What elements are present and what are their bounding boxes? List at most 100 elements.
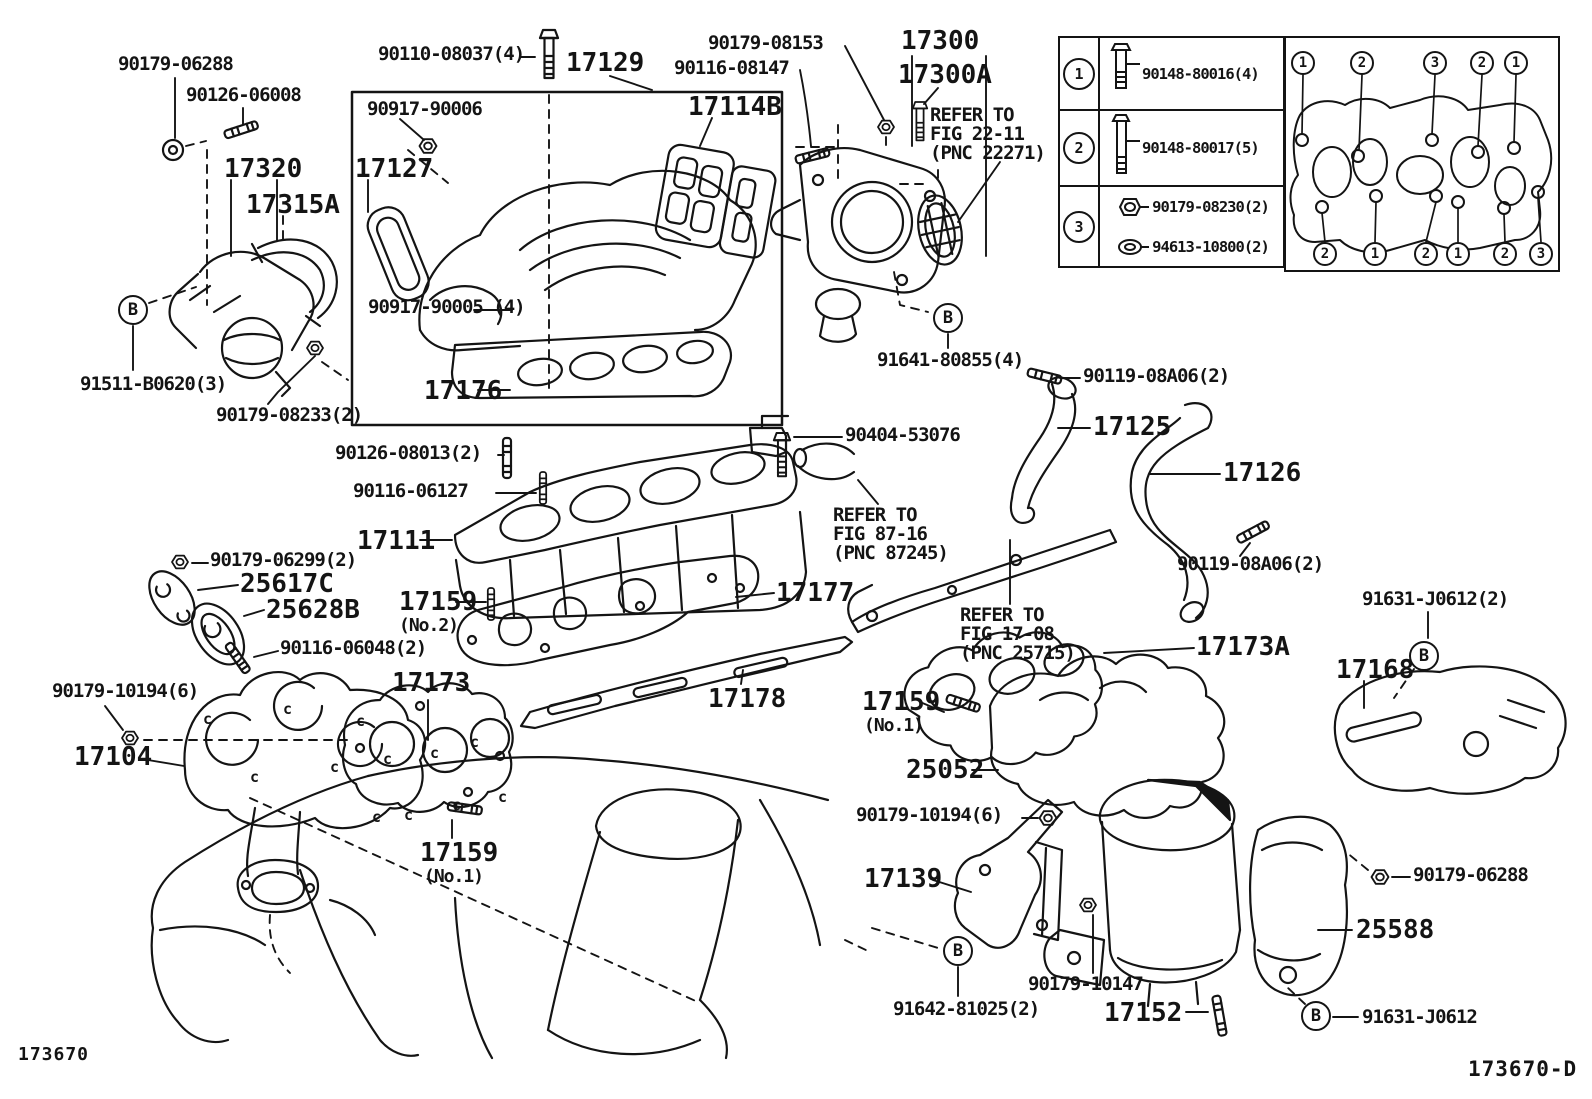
bolt-location-panel <box>1284 36 1560 272</box>
fastener-legend-table: 1 90148-80016(4) 2 90148-80017(5) 3 <box>1058 36 1285 268</box>
legend-key-3: 3 <box>1063 211 1095 243</box>
part-label: 17300A <box>898 60 992 90</box>
part-label: 90179-10194(6) <box>856 804 1003 826</box>
part-label: REFER TO FIG 22-11 (PNC 22271) <box>930 104 1046 164</box>
part-label: 173670-D <box>1468 1057 1578 1081</box>
bolt-position-callout: 1 <box>1363 242 1387 266</box>
stamp-mark: c <box>404 806 414 824</box>
bolt-position-callout: 2 <box>1470 51 1494 75</box>
part-label: 90179-06288 <box>118 53 234 75</box>
part-label: 90116-08147 <box>674 57 790 79</box>
part-label: 25052 <box>906 755 985 785</box>
stay-bracket-art <box>847 528 1118 634</box>
exhaust-right-art <box>903 631 1242 1008</box>
nut-icon <box>1119 198 1150 216</box>
throttle-body-art <box>770 147 963 343</box>
legend-key-1: 1 <box>1063 57 1095 90</box>
part-label: 17173A <box>1196 632 1290 662</box>
stamp-mark: c <box>498 788 508 806</box>
part-label: (No.1) <box>864 715 924 736</box>
part-label: 17129 <box>566 48 645 78</box>
stamp-mark: c <box>356 712 366 730</box>
engine-block-art <box>150 756 830 1060</box>
bolt-position-callout: 1 <box>1504 51 1528 75</box>
part-label: 90179-10147 <box>1028 973 1144 995</box>
gasket-17178-art <box>519 635 854 730</box>
bolt-position-callout: 3 <box>1423 51 1447 75</box>
part-label: 90179-08153 <box>708 32 824 54</box>
stamp-mark: c <box>203 710 213 728</box>
legend-row-3: 3 90179-08230(2) 94613-10800(2) <box>1060 187 1283 267</box>
part-label: (No.1) <box>424 866 484 887</box>
gasket-panel-art <box>1289 74 1553 254</box>
legend-row-1: 1 90148-80016(4) <box>1060 38 1283 111</box>
legend-part-number: 94613-10800(2) <box>1152 238 1270 256</box>
part-label: 90179-06299(2) <box>210 549 357 571</box>
stamp-mark: c <box>283 700 293 718</box>
part-label: 17139 <box>864 864 943 894</box>
bolt-position-callout: 2 <box>1313 242 1337 266</box>
bolt-position-callout: 2 <box>1350 51 1374 75</box>
gasket-17177-art <box>456 554 760 667</box>
stamp-mark: c <box>452 796 462 814</box>
part-label: 90110-08037(4) <box>378 43 525 65</box>
b-marker: B <box>943 936 973 966</box>
part-label: 90116-06048(2) <box>280 637 427 659</box>
part-label: 91631-J0612 <box>1362 1006 1478 1028</box>
b-marker: B <box>1301 1001 1331 1031</box>
legend-row-2: 2 90148-80017(5) <box>1060 111 1283 187</box>
egr-valve-art <box>168 238 338 398</box>
part-label: 17159 <box>420 838 499 868</box>
part-label: 17159 <box>862 687 941 717</box>
short-bolt-icon <box>1110 42 1140 89</box>
part-label: 25628B <box>266 595 360 625</box>
leader-lines <box>104 45 1429 1018</box>
part-label: 17125 <box>1093 412 1172 442</box>
part-label: 17114B <box>688 92 782 122</box>
stamp-mark: c <box>430 744 440 762</box>
plates-art <box>148 570 246 666</box>
part-label: 17320 <box>224 154 303 184</box>
part-label: 17176 <box>424 376 503 406</box>
bolt-position-callout: 1 <box>1291 51 1315 75</box>
stamp-mark: c <box>372 808 382 826</box>
part-label: 90119-08A06(2) <box>1177 553 1324 575</box>
part-label: 17127 <box>355 154 434 184</box>
part-label: 90179-10194(6) <box>52 680 199 702</box>
part-label: REFER TO FIG 17-08 (PNC 25715) <box>960 604 1076 664</box>
bracket-17139-art <box>953 798 1064 949</box>
part-label: 90179-08233(2) <box>216 404 363 426</box>
pipes-art <box>748 376 1213 623</box>
part-label: 17177 <box>776 578 855 608</box>
part-label: 17173 <box>392 668 471 698</box>
part-label: 90126-06008 <box>186 84 302 106</box>
part-label: 90917-90005 (4) <box>368 296 526 318</box>
gasket-17173-art <box>341 682 514 813</box>
part-label: 91642-81025(2) <box>893 998 1040 1020</box>
stamp-mark: c <box>330 758 340 776</box>
part-label: 91641-80855(4) <box>877 349 1024 371</box>
part-label: 17168 <box>1336 655 1415 685</box>
bolt-position-callout: 1 <box>1446 242 1470 266</box>
part-label: 90179-06288 <box>1413 864 1529 886</box>
legend-part-number: 90148-80017(5) <box>1142 139 1260 157</box>
part-label: (No.2) <box>399 615 459 636</box>
part-label: 17300 <box>901 26 980 56</box>
part-label: 17315A <box>246 190 340 220</box>
part-label: 17152 <box>1104 998 1183 1028</box>
legend-part-number: 90148-80016(4) <box>1142 64 1260 83</box>
part-label: 90404-53076 <box>845 424 961 446</box>
stamp-mark: c <box>470 733 480 751</box>
part-label: 17159 <box>399 587 478 617</box>
part-label: 25617C <box>240 569 334 599</box>
stamp-mark: c <box>250 768 260 786</box>
part-label: 91511-B0620(3) <box>80 373 227 395</box>
intake-box <box>350 90 784 427</box>
part-label: 90917-90006 <box>367 98 483 120</box>
part-label: 173670 <box>18 1044 90 1065</box>
b-marker: B <box>933 303 963 333</box>
heat-shields-art <box>1248 665 1567 997</box>
